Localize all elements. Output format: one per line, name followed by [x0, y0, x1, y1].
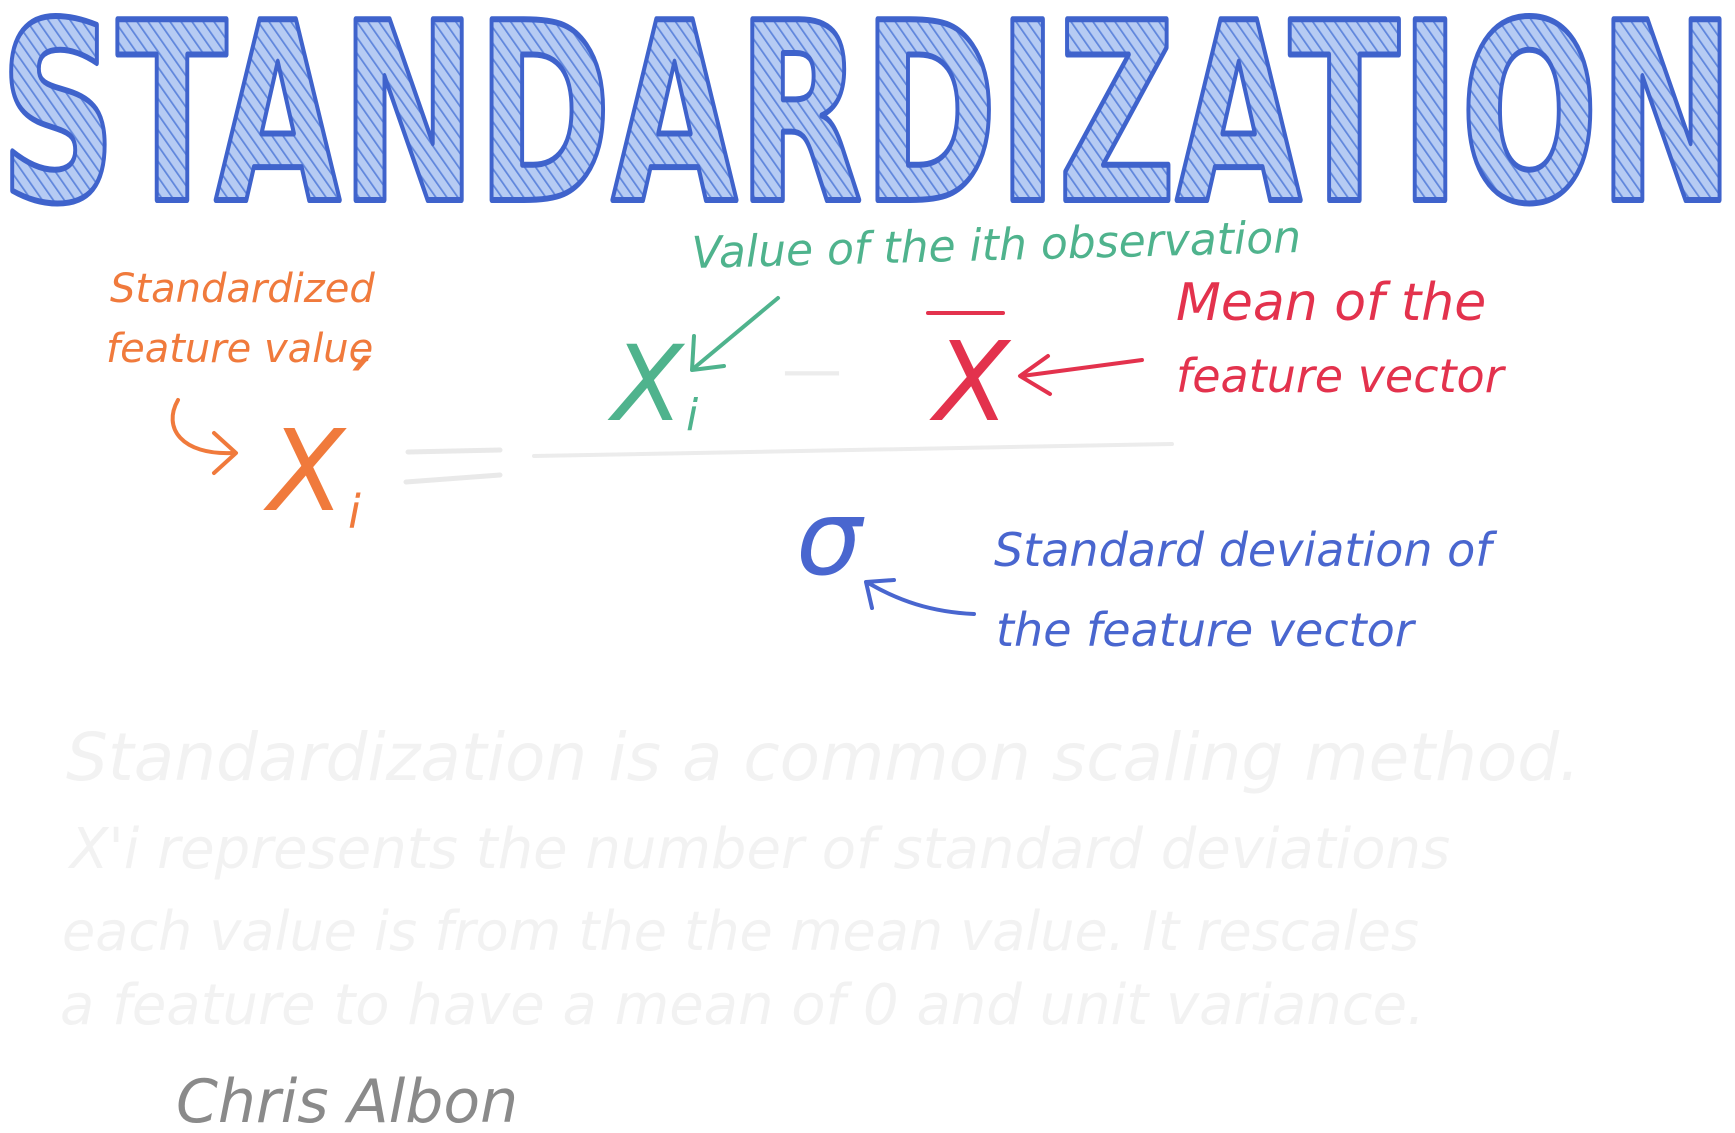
standardized-label-line1: Standardized: [110, 266, 375, 312]
std-label-line1: Standard deviation of: [994, 523, 1497, 577]
equals-sign: [403, 447, 503, 485]
paragraph-line-3: each value is from the the mean value. I…: [62, 900, 1419, 963]
lhs-subscript-i: i: [348, 485, 361, 539]
paragraph-line-1: Standardization is a common scaling meth…: [66, 719, 1580, 796]
minus-sign: —: [782, 335, 842, 405]
blue-arrow-icon: [864, 578, 976, 616]
author-signature: Chris Albon: [176, 1067, 518, 1133]
title: STANDARDIZATION: [0, 0, 1735, 259]
orange-hook-arrow-icon: [170, 398, 238, 475]
std-label-line2: the feature vector: [996, 603, 1417, 657]
standardized-label-line2: feature value: [106, 326, 373, 372]
numerator-x-symbol: X: [607, 323, 686, 445]
green-arrow-icon: [690, 296, 780, 372]
lhs-x-symbol: X: [263, 407, 347, 537]
mean-label-line1: Mean of the: [1176, 273, 1486, 333]
mean-x-symbol: X: [929, 318, 1012, 446]
numerator-subscript-i: i: [686, 390, 699, 441]
mean-label-line2: feature vector: [1176, 349, 1507, 403]
fraction-bar: [532, 442, 1174, 458]
lhs-prime-symbol: ´: [338, 346, 378, 439]
red-arrow-icon: [1018, 354, 1144, 396]
paragraph-line-4: a feature to have a mean of 0 and unit v…: [60, 973, 1425, 1038]
sigma-symbol: σ: [796, 477, 865, 599]
paragraph-line-2: X'i represents the number of standard de…: [67, 817, 1450, 882]
